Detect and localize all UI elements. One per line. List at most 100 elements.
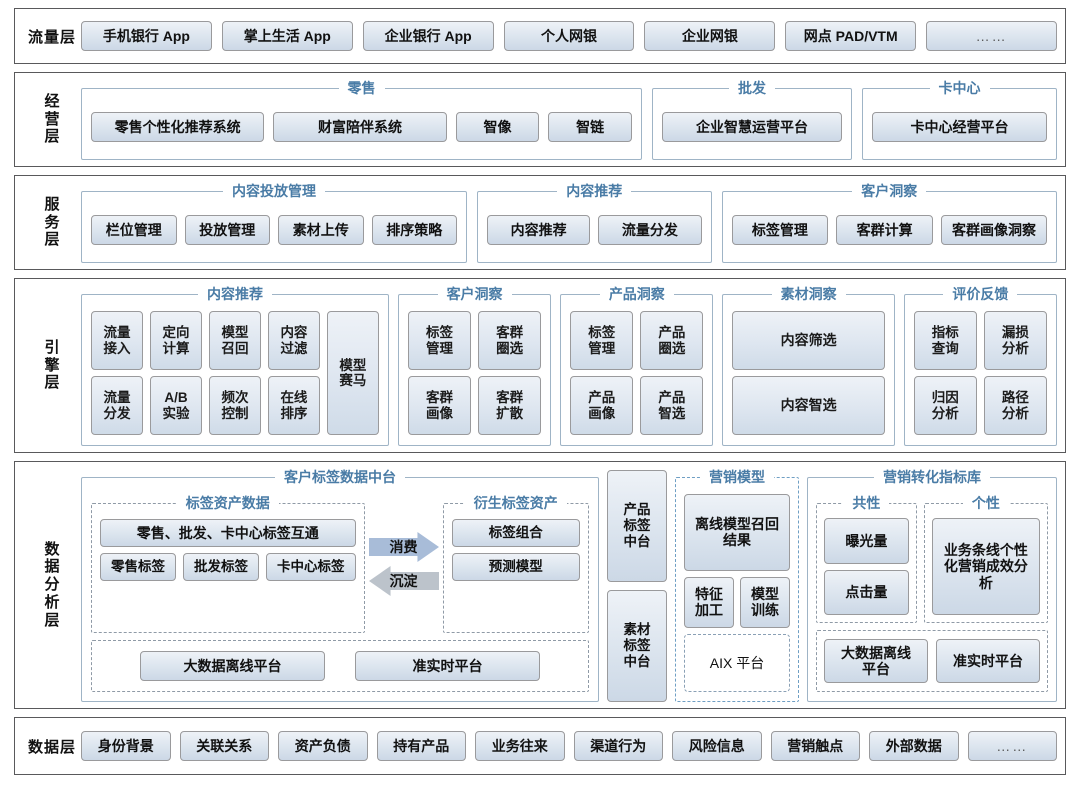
- ops-retail-zhixiang[interactable]: 智像: [455, 112, 540, 142]
- marketing-feature-engineering[interactable]: 特征加工: [684, 576, 734, 628]
- engine-online-ranking[interactable]: 在线排序: [267, 376, 320, 435]
- group-marketing-conversion-kpi-library: 营销转化指标库 共性 曝光量 点击量 个性 业务条线个性化营销成效分析 大数据离…: [807, 467, 1057, 702]
- data-item-external-data[interactable]: 外部数据: [869, 731, 959, 761]
- layer-engine: 引 擎 层 内容推荐 流量接入 流量分发 定向计算: [14, 278, 1066, 453]
- engine-model-recall[interactable]: 模型召回: [208, 311, 261, 370]
- svc-traffic-distribution[interactable]: 流量分发: [598, 215, 702, 245]
- engine-content-filter[interactable]: 内容过滤: [267, 311, 320, 370]
- engine-content-smart-selection[interactable]: 内容智选: [732, 376, 885, 435]
- engine-column: 漏损分析 路径分析: [983, 311, 1047, 435]
- engine-cust-tag-management[interactable]: 标签管理: [407, 311, 472, 370]
- kpi-clicks[interactable]: 点击量: [824, 569, 909, 615]
- svc-slot-management[interactable]: 栏位管理: [91, 215, 177, 245]
- layer-data-source: 数据层 身份背景 关联关系 资产负债 持有产品 业务往来 渠道行为 风险信息 营…: [14, 717, 1066, 775]
- engine-attribution-analysis[interactable]: 归因分析: [913, 376, 977, 435]
- ops-retail-personalized-reco-system[interactable]: 零售个性化推荐系统: [91, 112, 265, 142]
- engine-path-analysis[interactable]: 路径分析: [983, 376, 1047, 435]
- kpi-platform-bigdata-offline[interactable]: 大数据离线平台: [824, 639, 928, 683]
- cell-line: A/B: [164, 390, 188, 406]
- group-customer-insight-title: 客户洞察: [852, 181, 927, 201]
- cell-line: 分发: [103, 405, 131, 421]
- kpi-business-line-personalized-analysis[interactable]: 业务条线个性化营销成效分析: [931, 518, 1040, 615]
- traffic-item-corp-bank-app[interactable]: 企业银行 App: [362, 21, 494, 51]
- data-item-risk-information[interactable]: 风险信息: [672, 731, 762, 761]
- group-content-delivery-title: 内容投放管理: [222, 181, 325, 201]
- traffic-item-branch-pad-vtm[interactable]: 网点 PAD/VTM: [785, 21, 917, 51]
- engine-prod-tag-management[interactable]: 标签管理: [570, 311, 634, 370]
- data-item-business-transactions[interactable]: 业务往来: [475, 731, 565, 761]
- ops-wholesale-smart-ops-platform[interactable]: 企业智慧运营平台: [662, 112, 842, 142]
- group-engine-product-insight-title: 产品洞察: [599, 284, 674, 304]
- derived-prediction-model[interactable]: 预测模型: [451, 553, 580, 581]
- marketing-aix-platform[interactable]: AIX 平台: [684, 633, 790, 692]
- engine-traffic-distribution[interactable]: 流量分发: [91, 376, 143, 435]
- tag-asset-interop[interactable]: 零售、批发、卡中心标签互通: [100, 519, 356, 547]
- engine-model-horse-race[interactable]: 模型赛马: [326, 311, 379, 435]
- tag-asset-card-center-tag[interactable]: 卡中心标签: [266, 553, 356, 581]
- engine-prod-profile[interactable]: 产品画像: [570, 376, 634, 435]
- material-tag-midplatform[interactable]: 素材标签中台: [607, 590, 667, 702]
- engine-traffic-access[interactable]: 流量接入: [91, 311, 143, 370]
- engine-cust-segment-profile[interactable]: 客群画像: [407, 376, 472, 435]
- layer-traffic: 流量层 手机银行 App 掌上生活 App 企业银行 App 个人网银 企业网银…: [14, 8, 1066, 64]
- engine-frequency-control[interactable]: 频次控制: [208, 376, 261, 435]
- data-item-identity-background[interactable]: 身份背景: [81, 731, 171, 761]
- kpi-top-row: 共性 曝光量 点击量 个性 业务条线个性化营销成效分析: [816, 493, 1048, 623]
- engine-content-screening[interactable]: 内容筛选: [732, 311, 885, 370]
- cell-line: 客群: [496, 390, 524, 406]
- engine-column: 内容筛选 内容智选: [732, 311, 885, 435]
- layer-label-char: 层: [44, 374, 60, 392]
- svc-segment-computation[interactable]: 客群计算: [836, 215, 933, 245]
- ops-card-center-platform[interactable]: 卡中心经营平台: [872, 112, 1047, 142]
- cell-line: 流量: [103, 390, 131, 406]
- derived-tag-combination[interactable]: 标签组合: [451, 519, 580, 547]
- engine-leakage-analysis[interactable]: 漏损分析: [983, 311, 1047, 370]
- data-item-channel-behavior[interactable]: 渠道行为: [573, 731, 663, 761]
- svc-ranking-strategy[interactable]: 排序策略: [371, 215, 457, 245]
- marketing-offline-model-recall-result[interactable]: 离线模型召回结果: [684, 494, 790, 571]
- traffic-item-palm-life-app[interactable]: 掌上生活 App: [221, 21, 353, 51]
- data-item-held-products[interactable]: 持有产品: [376, 731, 466, 761]
- svc-content-recommendation[interactable]: 内容推荐: [486, 215, 591, 245]
- engine-cust-segment-expansion[interactable]: 客群扩散: [478, 376, 542, 435]
- engine-prod-selection[interactable]: 产品圈选: [640, 311, 704, 370]
- platform-bigdata-offline[interactable]: 大数据离线平台: [140, 651, 325, 681]
- arrow-settle-label: 沉淀: [389, 572, 418, 589]
- marketing-model-training[interactable]: 模型训练: [740, 576, 790, 628]
- kpi-impressions[interactable]: 曝光量: [824, 518, 909, 564]
- data-item-assets-liabilities[interactable]: 资产负债: [278, 731, 368, 761]
- engine-cust-segment-selection[interactable]: 客群圈选: [478, 311, 542, 370]
- cell-line: 内容: [280, 325, 308, 341]
- platform-near-realtime[interactable]: 准实时平台: [355, 651, 540, 681]
- cell-line: 产品: [658, 390, 686, 406]
- svc-material-upload[interactable]: 素材上传: [278, 215, 364, 245]
- data-item-marketing-touchpoints[interactable]: 营销触点: [770, 731, 860, 761]
- product-tag-midplatform[interactable]: 产品标签中台: [607, 470, 667, 582]
- cell-line: 智选: [658, 405, 686, 421]
- group-tag-asset-data: 标签资产数据 零售、批发、卡中心标签互通 零售标签 批发标签 卡中心标签: [91, 493, 365, 633]
- engine-metric-query[interactable]: 指标查询: [913, 311, 977, 370]
- tag-asset-retail-tag[interactable]: 零售标签: [100, 553, 176, 581]
- group-kpi-personalized: 个性 业务条线个性化营销成效分析: [923, 493, 1048, 623]
- ops-retail-wealth-companion-system[interactable]: 财富陪伴系统: [273, 112, 447, 142]
- svc-delivery-management[interactable]: 投放管理: [184, 215, 270, 245]
- layer-data-analysis-label: 数 据 分 析 层: [23, 468, 81, 702]
- data-item-relationships[interactable]: 关联关系: [179, 731, 269, 761]
- traffic-item-personal-ebank[interactable]: 个人网银: [503, 21, 635, 51]
- engine-targeted-computation[interactable]: 定向计算: [149, 311, 202, 370]
- cell-line: 过滤: [280, 340, 308, 356]
- svc-tag-management[interactable]: 标签管理: [731, 215, 829, 245]
- group-customer-tag-data-midplatform: 客户标签数据中台 标签资产数据 零售、批发、卡中心标签互通 零售标签 批发标签 …: [81, 467, 599, 702]
- kpi-platform-near-realtime[interactable]: 准实时平台: [936, 639, 1040, 683]
- layer-engine-label: 引 擎 层: [23, 285, 81, 446]
- traffic-item-mobile-bank-app[interactable]: 手机银行 App: [81, 21, 212, 51]
- svc-segment-profile-insight[interactable]: 客群画像洞察: [941, 215, 1047, 245]
- tag-asset-wholesale-tag[interactable]: 批发标签: [183, 553, 259, 581]
- cell-line: 分析: [931, 405, 959, 421]
- ops-retail-zhilian[interactable]: 智链: [548, 112, 632, 142]
- traffic-item-corp-ebank[interactable]: 企业网银: [644, 21, 776, 51]
- group-engine-evaluation-title: 评价反馈: [943, 284, 1018, 304]
- engine-prod-smart-selection[interactable]: 产品智选: [640, 376, 704, 435]
